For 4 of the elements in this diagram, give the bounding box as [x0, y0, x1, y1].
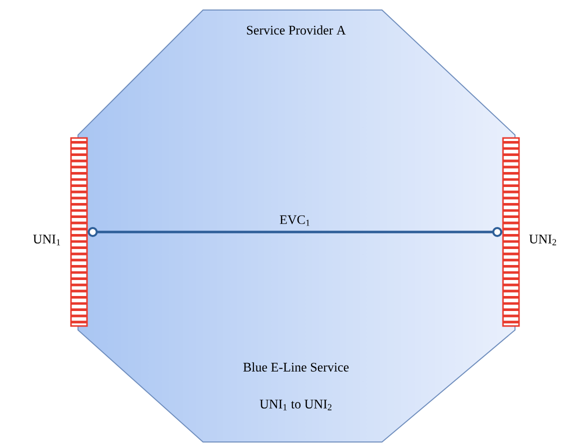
port-label: UNI$_{2}$ [529, 234, 556, 246]
connector-line [88, 227, 502, 237]
port-label: UNI$_{1}$ [33, 234, 60, 246]
edge-label: EVC$_{1}$ [280, 215, 310, 226]
